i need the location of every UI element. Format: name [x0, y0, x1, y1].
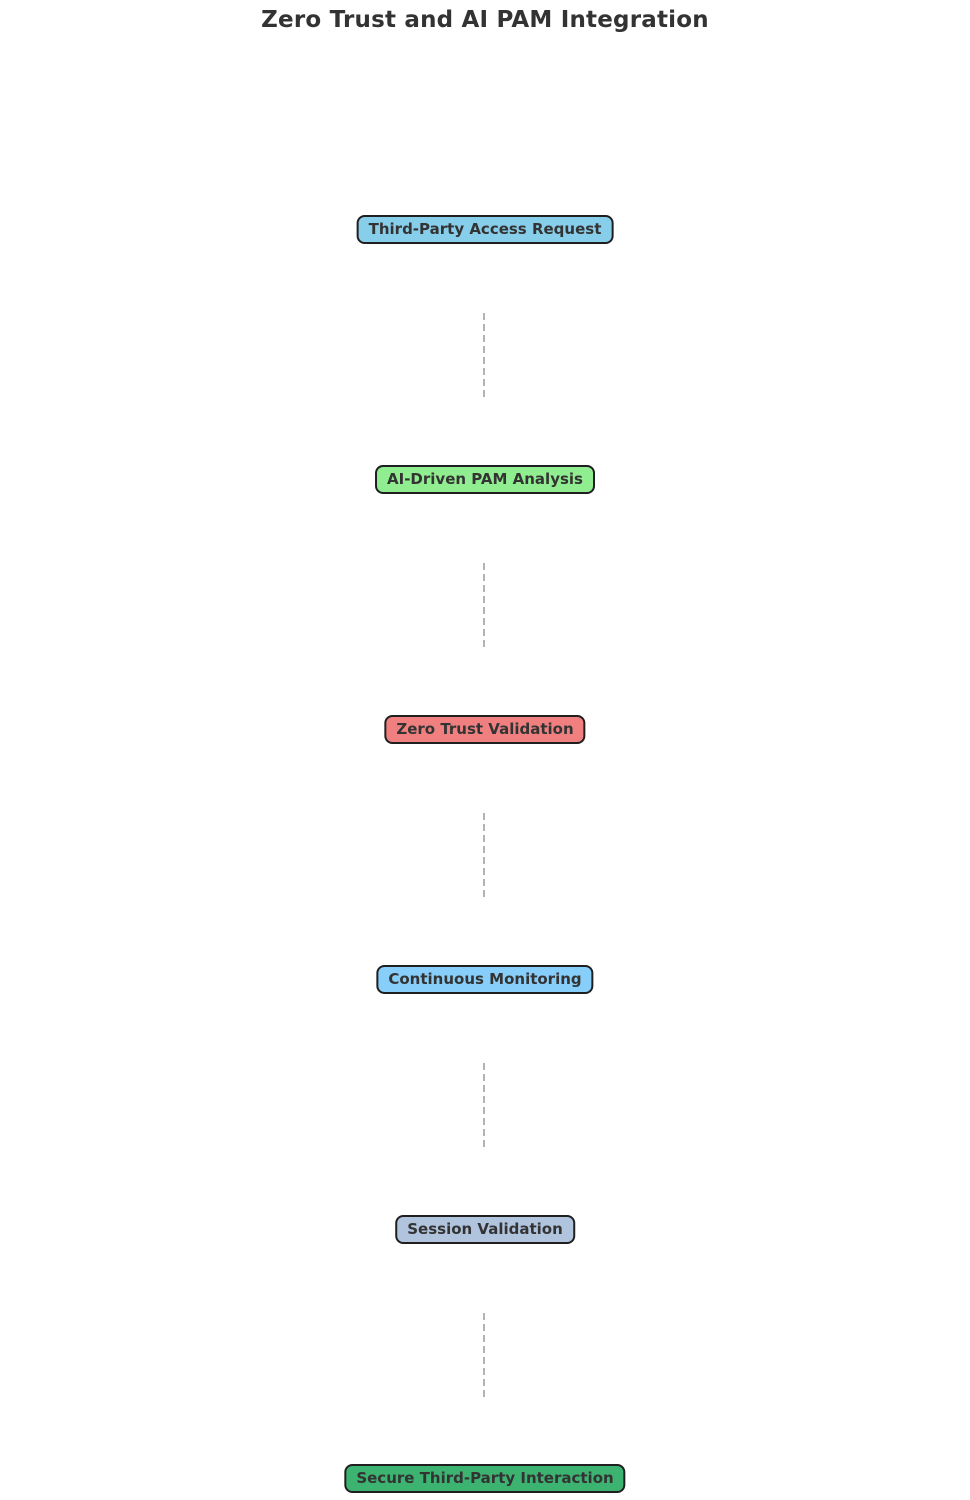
flow-node-secure-third-party-interaction: Secure Third-Party Interaction — [344, 1464, 626, 1493]
diagram-title: Zero Trust and AI PAM Integration — [261, 7, 709, 33]
flow-node-zero-trust-validation: Zero Trust Validation — [384, 715, 586, 744]
flow-node-continuous-monitoring: Continuous Monitoring — [376, 965, 594, 994]
flow-node-third-party-access-request: Third-Party Access Request — [356, 215, 614, 244]
connector-line-4 — [483, 1063, 485, 1148]
connector-line-5 — [483, 1313, 485, 1398]
connector-line-3 — [483, 813, 485, 898]
flow-node-ai-driven-pam-analysis: AI-Driven PAM Analysis — [375, 465, 595, 494]
connector-line-1 — [483, 313, 485, 398]
flow-node-session-validation: Session Validation — [395, 1215, 575, 1244]
connector-line-2 — [483, 563, 485, 648]
